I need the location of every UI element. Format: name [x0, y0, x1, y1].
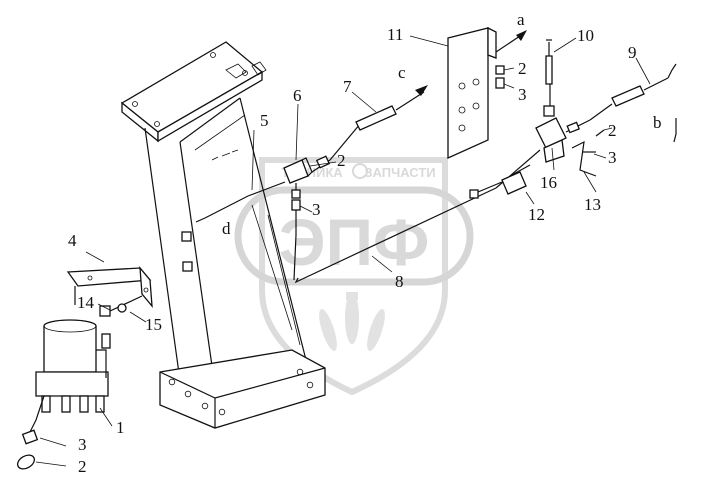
bolt-14-washer-15 — [99, 295, 143, 317]
hose-10 — [545, 39, 553, 85]
label-7: 7 — [343, 77, 352, 96]
hose-7 — [329, 85, 428, 161]
watermark: ЭПФ ТЕХНИКА ЗАПЧАСТИ — [234, 157, 474, 396]
valve-assembly-1 — [16, 286, 111, 470]
label-12: 12 — [528, 205, 545, 224]
label-8: 8 — [395, 272, 404, 291]
label-11: 11 — [387, 25, 403, 44]
block-6 — [283, 157, 313, 184]
part-labels: a b c d 1 2 3 4 5 6 2 3 7 8 9 10 11 2 3 … — [68, 10, 662, 476]
hose-12 — [469, 164, 531, 199]
label-b: b — [653, 113, 662, 132]
label-15: 15 — [145, 315, 162, 334]
label-3-top: 3 — [518, 85, 527, 104]
label-1: 1 — [116, 418, 125, 437]
label-14: 14 — [77, 293, 95, 312]
pedestal-column — [120, 41, 326, 429]
label-2-right: 2 — [608, 121, 617, 140]
label-3-mid: 3 — [312, 200, 321, 219]
clip-13 — [571, 129, 605, 177]
label-2-left: 2 — [78, 457, 87, 476]
wheat-emblem — [319, 292, 385, 352]
bracket-4 — [66, 266, 153, 308]
fitting-2-3-mid — [291, 155, 331, 281]
label-10: 10 — [577, 26, 594, 45]
label-3-left: 3 — [78, 435, 87, 454]
label-c: c — [398, 63, 406, 82]
bracket-11 — [447, 26, 497, 160]
hose-9 — [589, 63, 677, 121]
label-16: 16 — [540, 173, 557, 192]
label-5: 5 — [260, 111, 269, 130]
fitting-2-3-top — [495, 65, 505, 89]
watermark-right-word: ЗАПЧАСТИ — [364, 165, 435, 180]
label-4: 4 — [68, 231, 77, 250]
label-9: 9 — [628, 43, 637, 62]
arrow-a — [495, 30, 527, 53]
cable-end-b — [673, 118, 677, 143]
label-2-mid: 2 — [337, 151, 346, 170]
watermark-logo: ЭПФ — [279, 205, 430, 279]
distributor-16 — [535, 84, 591, 163]
label-6: 6 — [293, 86, 302, 105]
label-2-top: 2 — [518, 59, 527, 78]
label-d: d — [222, 219, 231, 238]
label-13: 13 — [584, 195, 601, 214]
hose-d — [195, 181, 286, 223]
leader-lines — [35, 35, 651, 467]
label-3-right: 3 — [608, 148, 617, 167]
label-a: a — [517, 10, 525, 29]
